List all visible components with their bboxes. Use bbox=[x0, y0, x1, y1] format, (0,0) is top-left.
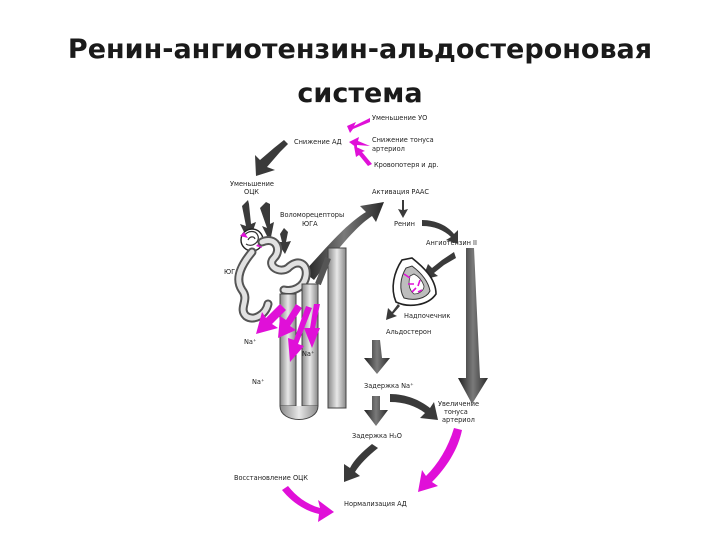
arrow-angiotensin-to-adrenal bbox=[422, 252, 456, 280]
label-decrease-tone-1: Снижение тонуса bbox=[372, 136, 434, 144]
label-restore-occ: Восстановление ОЦК bbox=[234, 474, 308, 482]
arrow-renin-to-angiotensin bbox=[422, 220, 458, 244]
label-activation-raas: Активация РААС bbox=[372, 188, 429, 196]
label-decrease-ad: Снижение АД bbox=[294, 138, 342, 146]
arrow-volreceptor-to-yuga bbox=[260, 202, 274, 242]
arrow-na-to-h2o bbox=[364, 396, 388, 426]
na-arrow-2 bbox=[278, 304, 302, 338]
label-na-2: Na⁺ bbox=[302, 350, 315, 358]
arrow-volreceptor-down bbox=[277, 228, 291, 254]
label-decrease-occ-2: ОЦК bbox=[244, 188, 259, 196]
arrow-bloodloss-to-ad bbox=[354, 146, 372, 166]
arrow-occ-to-normalization bbox=[282, 486, 334, 522]
label-increase-tone-3: артериол bbox=[442, 416, 475, 424]
arrow-ad-to-occ bbox=[255, 140, 288, 176]
na-arrow-1 bbox=[256, 304, 286, 334]
label-na-1: Na⁺ bbox=[244, 338, 257, 346]
label-yuga: ЮГА bbox=[224, 268, 240, 276]
arrow-activation-to-renin bbox=[398, 200, 408, 218]
slide-title-line-1: Ренин-ангиотензин-альдостероновая bbox=[67, 34, 653, 65]
na-arrow-4 bbox=[304, 304, 320, 348]
nephron bbox=[234, 228, 347, 420]
label-decrease-uo: Уменьшение УО bbox=[372, 114, 427, 122]
arrow-aldosterone-to-na-retention bbox=[364, 340, 390, 374]
na-arrow-3 bbox=[288, 306, 312, 362]
label-na-3: Na⁺ bbox=[252, 378, 265, 386]
arrow-na-to-tone bbox=[390, 394, 438, 420]
arrow-angiotensin-to-tone bbox=[458, 248, 488, 404]
label-normalization: Нормализация АД bbox=[344, 500, 407, 508]
label-adrenal: Надпочечник bbox=[404, 312, 450, 320]
label-angiotensin-ii: Ангиотензин II bbox=[426, 239, 477, 247]
label-blood-loss: Кровопотеря и др. bbox=[374, 161, 439, 169]
label-increase-tone-1: Увеличение bbox=[438, 400, 479, 408]
arrow-tone-to-ad bbox=[349, 137, 370, 148]
label-renin: Ренин bbox=[394, 220, 415, 228]
label-volumoreceptors-1: Воломорецепторы bbox=[280, 211, 344, 219]
adrenal-gland bbox=[392, 257, 437, 307]
label-na-retention: Задержка Na⁺ bbox=[364, 382, 414, 390]
label-decrease-tone-2: артериол bbox=[372, 145, 405, 153]
label-volumoreceptors-2: ЮГА bbox=[302, 220, 318, 228]
arrow-tone-to-normalization bbox=[418, 428, 462, 492]
arrow-uo-to-ad bbox=[347, 118, 370, 133]
label-aldosterone: Альдостерон bbox=[386, 328, 431, 336]
label-decrease-occ-1: Уменьшение bbox=[230, 180, 274, 188]
arrow-h2o-to-occ bbox=[344, 444, 378, 482]
raas-diagram: Уменьшение УО Снижение АД Снижение тонус… bbox=[222, 108, 492, 528]
arrow-adrenal-label bbox=[386, 304, 400, 320]
label-h2o-retention: Задержка H₂O bbox=[352, 432, 402, 440]
label-increase-tone-2: тонуса bbox=[444, 408, 468, 416]
slide-title-line-2: система bbox=[297, 78, 423, 109]
